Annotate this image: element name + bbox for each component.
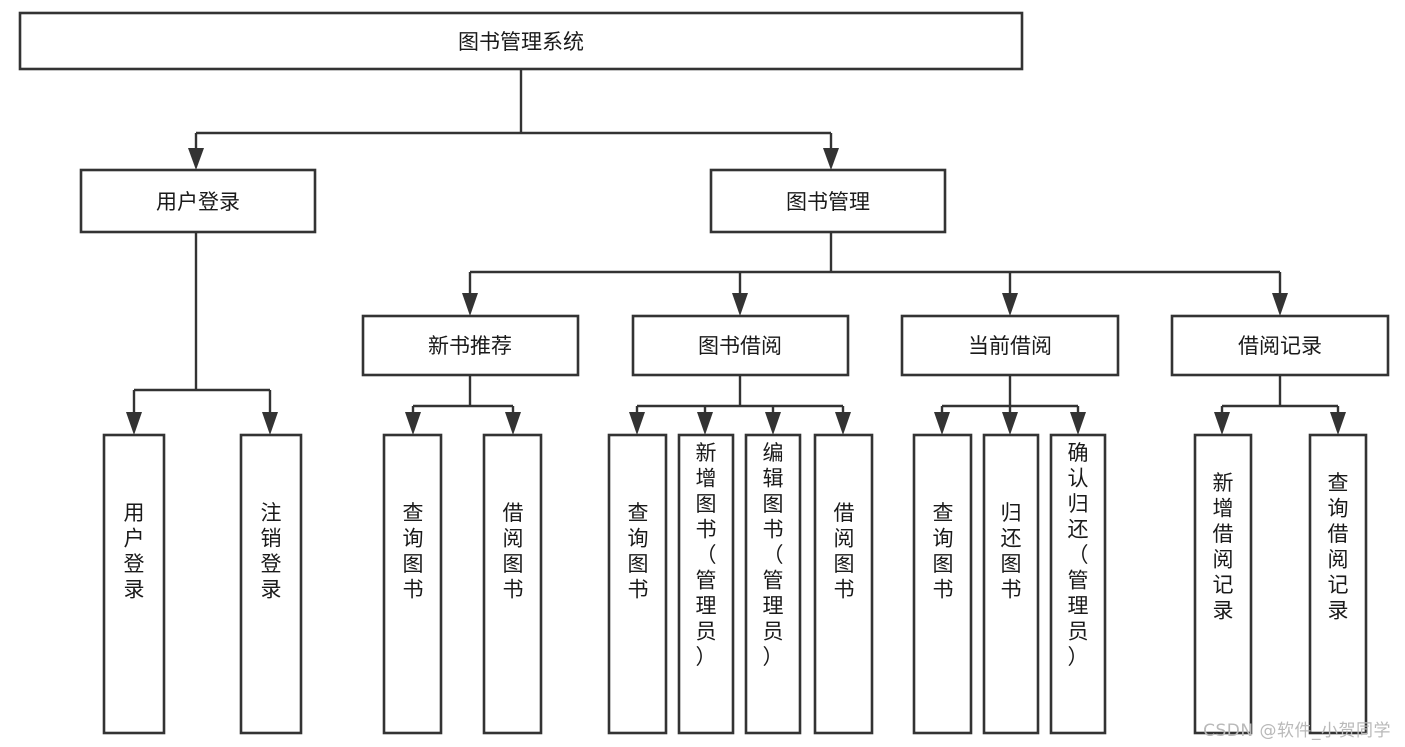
- node-leaf-edit-book[interactable]: 编辑图书（管理员）: [744, 433, 802, 735]
- arrowhead-current-borrow: [1002, 293, 1018, 316]
- node-leaf-query-record-label: 查询借阅记录: [1328, 471, 1349, 623]
- node-leaf-query-book-b-box[interactable]: [607, 433, 668, 735]
- node-current-borrow[interactable]: 当前借阅: [900, 314, 1120, 377]
- node-leaf-logout[interactable]: 注销登录: [239, 433, 303, 735]
- node-user-login-label: 用户登录: [156, 190, 240, 214]
- node-leaf-query-record[interactable]: 查询借阅记录: [1308, 433, 1368, 735]
- connector-layer: [126, 69, 1346, 435]
- node-leaf-edit-book-box[interactable]: [744, 433, 802, 735]
- arrowhead-leaf-add-book: [697, 412, 713, 435]
- node-leaf-query-book-c-box[interactable]: [912, 433, 973, 735]
- node-current-borrow-box[interactable]: [900, 314, 1120, 377]
- node-leaf-query-book-a[interactable]: 查询图书: [382, 433, 443, 735]
- node-leaf-user-login-label: 用户登录: [124, 501, 145, 602]
- node-leaf-user-login-box[interactable]: [102, 433, 166, 735]
- arrowhead-borrow-record: [1272, 293, 1288, 316]
- node-leaf-query-book-c-label: 查询图书: [933, 501, 954, 602]
- node-leaf-return-book[interactable]: 归还图书: [982, 433, 1040, 735]
- arrowhead-leaf-edit-book: [765, 412, 781, 435]
- node-leaf-add-record-box[interactable]: [1193, 433, 1253, 735]
- node-borrow-record-label: 借阅记录: [1238, 334, 1322, 358]
- node-leaf-borrow-book-b[interactable]: 借阅图书: [813, 433, 874, 735]
- node-user-login[interactable]: 用户登录: [79, 168, 317, 234]
- node-leaf-confirm-return-label: 确认归还（管理员）: [1068, 441, 1089, 669]
- node-leaf-logout-box[interactable]: [239, 433, 303, 735]
- node-leaf-query-book-c[interactable]: 查询图书: [912, 433, 973, 735]
- node-book-manage-label: 图书管理: [786, 190, 870, 214]
- arrowhead-leaf-query-record: [1330, 412, 1346, 435]
- node-leaf-confirm-return-box[interactable]: [1049, 433, 1107, 735]
- arrowhead-new-book-rec: [462, 293, 478, 316]
- node-borrow-record-box[interactable]: [1170, 314, 1390, 377]
- node-leaf-query-book-a-box[interactable]: [382, 433, 443, 735]
- arrowhead-book-borrow: [732, 293, 748, 316]
- node-leaf-user-login[interactable]: 用户登录: [102, 433, 166, 735]
- node-borrow-record[interactable]: 借阅记录: [1170, 314, 1390, 377]
- node-new-book-rec[interactable]: 新书推荐: [361, 314, 580, 377]
- node-leaf-add-book-box[interactable]: [677, 433, 735, 735]
- arrowhead-leaf-add-record: [1214, 412, 1230, 435]
- node-leaf-return-book-label: 归还图书: [1001, 501, 1022, 602]
- node-leaf-borrow-book-b-box[interactable]: [813, 433, 874, 735]
- node-leaf-edit-book-label: 编辑图书（管理员）: [763, 441, 784, 669]
- node-leaf-borrow-book-b-label: 借阅图书: [834, 501, 855, 602]
- node-leaf-return-book-box[interactable]: [982, 433, 1040, 735]
- arrowhead-user-login: [188, 148, 204, 170]
- node-new-book-rec-box[interactable]: [361, 314, 580, 377]
- node-new-book-rec-label: 新书推荐: [428, 334, 512, 358]
- arrowhead-leaf-user-login: [126, 412, 142, 435]
- node-leaf-borrow-book-a[interactable]: 借阅图书: [482, 433, 543, 735]
- node-book-borrow-box[interactable]: [631, 314, 850, 377]
- arrowhead-leaf-logout: [262, 412, 278, 435]
- node-root-box[interactable]: [18, 11, 1024, 71]
- arrowhead-leaf-return-book: [1002, 412, 1018, 435]
- node-book-manage-box[interactable]: [709, 168, 947, 234]
- node-book-manage[interactable]: 图书管理: [709, 168, 947, 234]
- arrowhead-leaf-borrow-book-a: [505, 412, 521, 435]
- node-leaf-add-record-label: 新增借阅记录: [1213, 471, 1234, 623]
- node-leaf-add-record[interactable]: 新增借阅记录: [1193, 433, 1253, 735]
- node-leaf-logout-label: 注销登录: [261, 501, 282, 602]
- arrowhead-leaf-query-book-c: [934, 412, 950, 435]
- node-root[interactable]: 图书管理系统: [18, 11, 1024, 71]
- node-leaf-borrow-book-a-box[interactable]: [482, 433, 543, 735]
- node-book-borrow-label: 图书借阅: [698, 334, 782, 358]
- node-user-login-box[interactable]: [79, 168, 317, 234]
- node-root-label: 图书管理系统: [458, 30, 584, 54]
- node-leaf-add-book-label: 新增图书（管理员）: [696, 441, 717, 669]
- node-leaf-query-book-a-label: 查询图书: [403, 501, 424, 602]
- arrowhead-book-manage: [823, 148, 839, 170]
- arrowhead-leaf-query-book-a: [405, 412, 421, 435]
- node-current-borrow-label: 当前借阅: [968, 334, 1052, 358]
- node-leaf-add-book[interactable]: 新增图书（管理员）: [677, 433, 735, 735]
- node-book-borrow[interactable]: 图书借阅: [631, 314, 850, 377]
- arrowhead-leaf-query-book-b: [629, 412, 645, 435]
- node-leaf-borrow-book-a-label: 借阅图书: [503, 501, 524, 602]
- node-leaf-query-book-b[interactable]: 查询图书: [607, 433, 668, 735]
- arrowhead-leaf-confirm-return: [1070, 412, 1086, 435]
- node-leaf-confirm-return[interactable]: 确认归还（管理员）: [1049, 433, 1107, 735]
- node-leaf-query-book-b-label: 查询图书: [628, 501, 649, 602]
- node-leaf-query-record-box[interactable]: [1308, 433, 1368, 735]
- arrowhead-leaf-borrow-book-b: [835, 412, 851, 435]
